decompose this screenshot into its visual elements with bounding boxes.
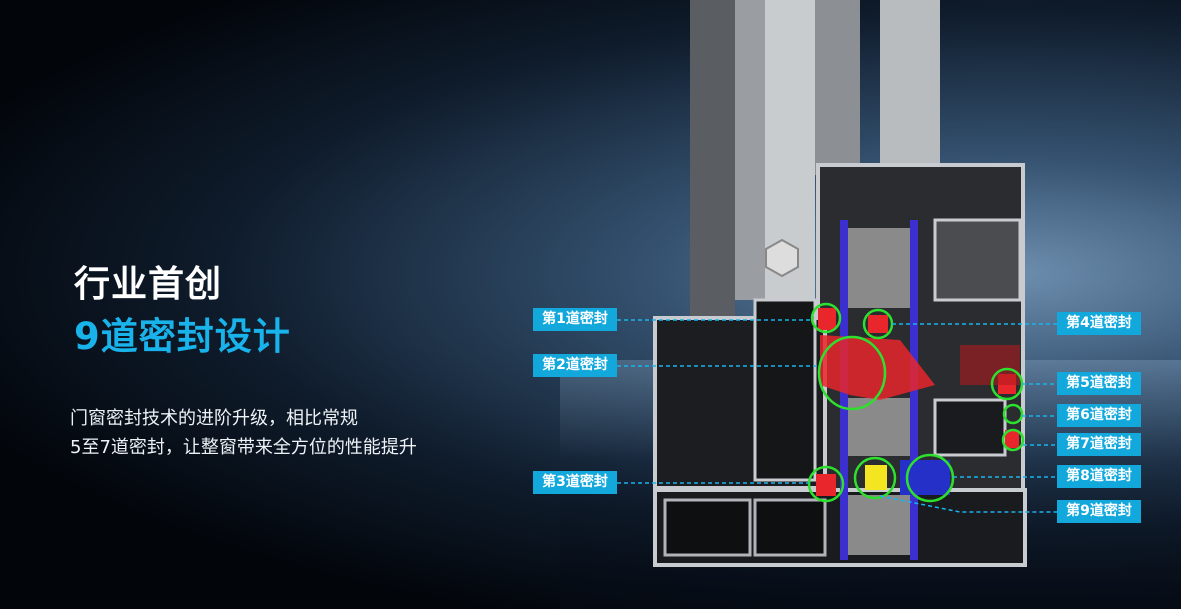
description-line1: 门窗密封技术的进阶升级，相比常规 [70,408,358,429]
seal-label-2: 第2道密封 [533,354,617,377]
seal-2-circle [817,335,887,411]
headline-line2: 9道密封设计 [74,315,291,358]
seal-label-6: 第6道密封 [1057,404,1141,427]
seal-9-yellow [865,465,887,490]
seal-1-circle [810,302,842,334]
seal-7-circle [1001,428,1025,452]
seal-9-circle [853,456,897,500]
seal-3-circle [807,465,845,503]
insulation-core [848,228,910,308]
headline-line1: 行业首创 [74,264,223,305]
seal-label-7: 第7道密封 [1057,433,1141,456]
seal-8-circle [905,453,955,503]
seal-8-foam [900,460,950,495]
seal-label-5: 第5道密封 [1057,372,1141,395]
outer-glass-pane [690,0,735,330]
description-line2: 5至7道密封，让整窗带来全方位的性能提升 [70,437,417,458]
inner-glass-pane [880,0,940,175]
description: 门窗密封技术的进阶升级，相比常规 5至7道密封，让整窗带来全方位的性能提升 [70,404,417,462]
seal-label-4: 第4道密封 [1057,312,1141,335]
seal-label-8: 第8道密封 [1057,465,1141,488]
seal-2-red [820,335,935,400]
seal-6-circle [1002,403,1024,425]
seal-label-3: 第3道密封 [533,471,617,494]
seal-label-9: 第9道密封 [1057,500,1141,523]
screw-icon [765,238,799,278]
seal-label-1: 第1道密封 [533,308,617,331]
